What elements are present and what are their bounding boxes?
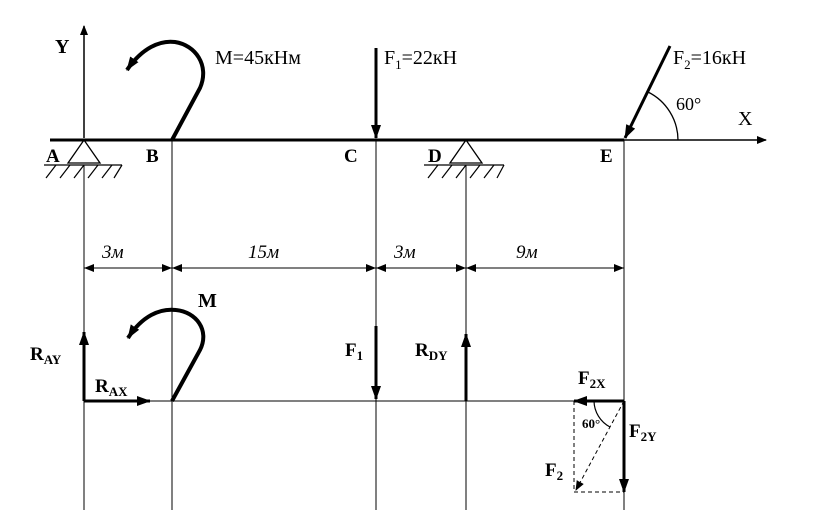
fbd-angle-arc [593, 400, 611, 428]
y-axis-label: Y [55, 36, 70, 58]
dimension-bc: 15м [248, 242, 279, 263]
point-b-label: B [146, 146, 159, 167]
fbd-angle-label: 60° [582, 416, 600, 431]
support-d [424, 138, 505, 179]
point-e-label: E [600, 146, 613, 167]
dimension-cd: 3м [393, 242, 416, 263]
fbd-f2-dashed-arrow [575, 400, 625, 491]
fbd-f2y-label: F2Y [629, 421, 657, 444]
f1-label: F1=22кН [384, 47, 457, 72]
dimension-de: 9м [516, 242, 538, 263]
fbd-f2-label: F2 [545, 460, 563, 483]
point-d-label: D [428, 146, 442, 167]
x-axis-label: X [738, 108, 753, 130]
fbd-moment-label: M [198, 290, 217, 312]
point-a-label: A [46, 146, 60, 167]
fbd-rdy-label: RDY [415, 340, 448, 363]
moment-arrow [125, 39, 206, 141]
dimension-ab: 3м [101, 242, 124, 263]
f2-label: F2=16кН [673, 47, 746, 72]
f2-angle-label: 60° [676, 94, 701, 114]
f2-angle-arc [647, 91, 679, 141]
point-c-label: C [344, 146, 358, 167]
fbd-ray-label: RAY [30, 344, 62, 367]
fbd-moment-arrow [126, 307, 206, 402]
moment-label: M=45кНм [215, 47, 301, 69]
fbd-f2x-label: F2X [578, 368, 606, 391]
support-a [44, 138, 123, 179]
f2-arrow [623, 45, 672, 139]
fbd-f1-label: F1 [345, 340, 363, 363]
fbd-rax-label: RAX [95, 376, 128, 399]
